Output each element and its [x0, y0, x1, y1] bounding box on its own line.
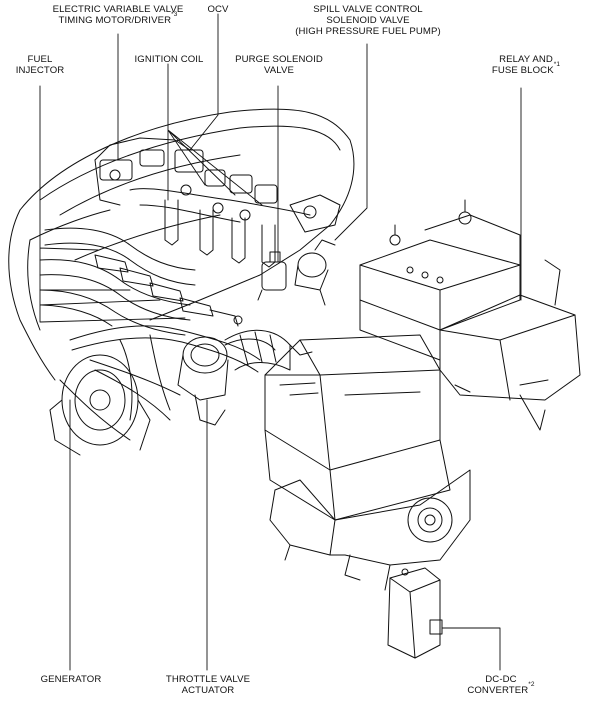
label-ignition-coil-line1: IGNITION COIL [134, 54, 204, 65]
label-ignition-coil: IGNITION COIL [126, 54, 212, 65]
label-ev-valve: ELECTRIC VARIABLE VALVE TIMING MOTOR/DRI… [34, 4, 202, 26]
relay-fuse-block [439, 259, 581, 431]
label-dcdc-line1: DC-DC [485, 674, 517, 685]
label-ev-valve-line1: ELECTRIC VARIABLE VALVE [52, 4, 184, 15]
label-spill-valve: SPILL VALVE CONTROL SOLENOID VALVE (HIGH… [290, 4, 446, 37]
label-dcdc: DC-DC CONVERTER*2 [458, 674, 544, 696]
label-ocv: OCV [200, 4, 236, 15]
leader-ocv [189, 13, 219, 151]
air-cleaner [264, 334, 451, 521]
label-relay-fuse-line2: FUSE BLOCK*1 [491, 61, 561, 76]
valve-cover [94, 137, 341, 233]
leader-lines [39, 13, 522, 671]
label-purge-valve: PURGE SOLENOID VALVE [232, 54, 326, 76]
label-fuel-injector-line1: FUEL [27, 54, 53, 65]
throttle-body [177, 336, 276, 426]
label-ocv-line1: OCV [207, 4, 229, 15]
label-relay-fuse-line1: RELAY AND [499, 54, 553, 65]
label-generator: GENERATOR [32, 674, 110, 685]
label-throttle-line2: ACTUATOR [181, 685, 235, 696]
leader-ignition-coil [167, 63, 263, 206]
dc-dc-converter [387, 567, 443, 659]
purge-solenoid-valve [257, 251, 287, 301]
generator [49, 354, 151, 456]
wiring-harness [59, 325, 261, 441]
label-spill-valve-line1: SPILL VALVE CONTROL [313, 4, 423, 15]
label-fuel-injector-line2: INJECTOR [15, 65, 65, 76]
label-dcdc-line2: CONVERTER*2 [467, 681, 535, 696]
leader-spill-valve [334, 43, 368, 241]
label-throttle-line1: THROTTLE VALVE [165, 674, 251, 685]
fuel-injectors [94, 254, 243, 327]
leader-dcdc [441, 627, 501, 671]
label-purge-valve-line2: VALVE [263, 65, 294, 76]
label-throttle: THROTTLE VALVE ACTUATOR [158, 674, 258, 696]
label-fuel-injector: FUEL INJECTOR [10, 54, 70, 76]
label-ev-valve-line2: TIMING MOTOR/DRIVER*3 [58, 11, 178, 26]
air-intake-hose [224, 329, 291, 371]
engine-head [8, 108, 355, 381]
leader-fuel-injector [39, 85, 186, 323]
label-relay-fuse: RELAY AND FUSE BLOCK*1 [478, 54, 574, 76]
transaxle [269, 469, 471, 591]
high-pressure-fuel-pump [294, 239, 336, 306]
label-spill-valve-line2: SOLENOID VALVE [326, 15, 410, 26]
label-purge-valve-line1: PURGE SOLENOID [235, 54, 323, 65]
ignition-coils [164, 199, 276, 268]
label-generator-line1: GENERATOR [40, 674, 102, 685]
intake-manifold [27, 227, 196, 336]
label-spill-valve-line3: (HIGH PRESSURE FUEL PUMP) [295, 26, 441, 37]
